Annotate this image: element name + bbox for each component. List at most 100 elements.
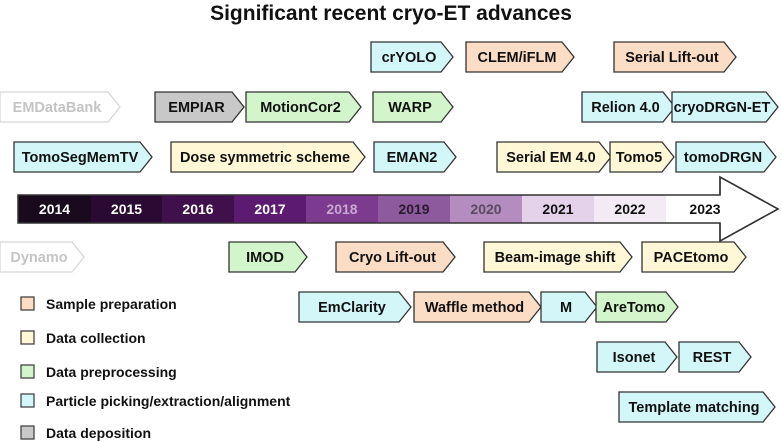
tag-tomosegmemtv: TomoSegMemTV (13, 141, 153, 173)
tag-shape (596, 341, 678, 373)
tag-label: EMPIAR (168, 100, 225, 116)
tag-motioncor2: MotionCor2 (245, 91, 362, 123)
tag-label: REST (693, 350, 732, 366)
diagram-title: Significant recent cryo-ET advances (210, 2, 572, 25)
tag-eman2: EMAN2 (373, 141, 457, 173)
tag-label: EmClarity (318, 300, 386, 316)
tag-relion-4-0: Relion 4.0 (581, 91, 676, 123)
tag-isonet: Isonet (596, 341, 678, 373)
timeline-segment-2014 (18, 195, 91, 223)
timeline-year-2014: 2014 (39, 201, 70, 217)
tag-shape (496, 141, 612, 173)
tag-cryodrgn-et: cryoDRGN-ET (671, 91, 779, 123)
tag-shape (581, 91, 676, 123)
tag-label: CLEM/iFLM (478, 50, 557, 66)
tag-shape (413, 291, 542, 323)
legend-swatch (20, 364, 35, 379)
tag-pacetomo: PACEtomo (641, 241, 747, 273)
legend-item-sample-preparation: Sample preparation (20, 296, 177, 312)
tag-rest: REST (678, 341, 752, 373)
tag-m: M (540, 291, 598, 323)
timeline-year-2022: 2022 (614, 201, 645, 217)
tag-label: Serial EM 4.0 (506, 150, 595, 166)
tag-warp: WARP (372, 91, 454, 123)
tag-label: AreTomo (603, 300, 666, 316)
tag-label: tomoDRGN (684, 150, 762, 166)
tag-label: WARP (388, 100, 432, 116)
tag-shape (372, 91, 454, 123)
tag-label: Tomo5 (616, 150, 662, 166)
tag-aretomo: AreTomo (595, 291, 679, 323)
tag-label: cryoDRGN-ET (674, 100, 771, 116)
timeline-outline (17, 175, 780, 243)
legend-label: Data preprocessing (46, 364, 177, 380)
timeline-year-2015: 2015 (111, 201, 142, 217)
timeline-segment-tail (666, 195, 722, 223)
tag-tomodrgn: tomoDRGN (675, 141, 777, 173)
tag-label: PACEtomo (654, 250, 729, 266)
tag-label: Relion 4.0 (591, 100, 660, 116)
tag-label: EMAN2 (387, 150, 438, 166)
tag-shape (154, 91, 245, 123)
tag-shape (245, 91, 362, 123)
tag-label: crYOLO (382, 50, 437, 66)
tag-label: M (560, 300, 572, 316)
tag-label: Template matching (628, 400, 759, 416)
timeline-year-2023: 2023 (689, 201, 720, 217)
tag-template-matching: Template matching (618, 391, 776, 423)
tag-tomo5: Tomo5 (609, 141, 675, 173)
legend-label: Data deposition (46, 425, 151, 441)
timeline-segment-2019 (378, 195, 450, 223)
tag-label: EMDataBank (13, 100, 103, 116)
tag-shape (370, 41, 454, 73)
legend-item-particle-picking-extraction-alignment: Particle picking/extraction/alignment (20, 393, 291, 409)
tag-serial-lift-out: Serial Lift-out (613, 41, 737, 73)
tag-shape (298, 291, 412, 323)
tag-shape (671, 91, 779, 123)
timeline-segment-2015 (91, 195, 162, 223)
tag-label: MotionCor2 (260, 100, 341, 116)
legend-swatch (20, 393, 35, 408)
timeline-segment-2017 (234, 195, 306, 223)
legend-item-data-preprocessing: Data preprocessing (20, 364, 177, 380)
timeline-year-2017: 2017 (254, 201, 285, 217)
tag-serial-em-4-0: Serial EM 4.0 (496, 141, 612, 173)
tag-cryo-lift-out: Cryo Lift-out (335, 241, 456, 273)
tag-shape (0, 91, 121, 123)
timeline-segment-2021 (522, 195, 594, 223)
tag-emclarity: EmClarity (298, 291, 412, 323)
tag-label: TomoSegMemTV (22, 150, 139, 166)
timeline-year-2019: 2019 (398, 201, 429, 217)
legend-swatch (20, 425, 35, 440)
legend-item-data-collection: Data collection (20, 330, 146, 346)
tag-cryolo: crYOLO (370, 41, 454, 73)
tag-label: Isonet (613, 350, 656, 366)
tag-shape (540, 291, 598, 323)
tag-beam-image-shift: Beam-image shift (483, 241, 633, 273)
tag-empiar: EMPIAR (154, 91, 245, 123)
tag-label: Dose symmetric scheme (180, 150, 350, 166)
tag-shape (483, 241, 633, 273)
tag-shape (595, 291, 679, 323)
tag-shape (13, 141, 153, 173)
legend-swatch (20, 296, 35, 311)
tag-emdatabank: EMDataBank (0, 91, 121, 123)
tag-label: IMOD (246, 250, 284, 266)
legend-label: Sample preparation (46, 296, 177, 312)
timeline-year-2020: 2020 (470, 201, 501, 217)
tag-dynamo: Dynamo (0, 241, 85, 273)
tag-shape (678, 341, 752, 373)
legend-item-data-deposition: Data deposition (20, 425, 151, 441)
timeline-year-2021: 2021 (542, 201, 573, 217)
legend-label: Data collection (46, 330, 146, 346)
timeline-segment-2018 (306, 195, 378, 223)
tag-shape (465, 41, 575, 73)
tag-clem-iflm: CLEM/iFLM (465, 41, 575, 73)
tag-dose-symmetric-scheme: Dose symmetric scheme (170, 141, 366, 173)
tag-label: Serial Lift-out (625, 50, 719, 66)
legend-swatch (20, 330, 35, 345)
tag-shape (618, 391, 776, 423)
timeline-segment-2016 (162, 195, 234, 223)
tag-waffle-method: Waffle method (413, 291, 542, 323)
